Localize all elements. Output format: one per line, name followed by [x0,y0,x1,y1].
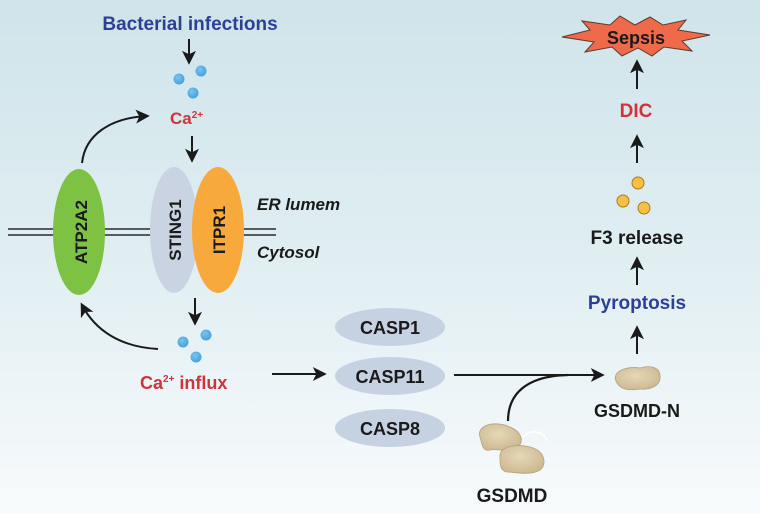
sting1-protein: STING1 [150,167,198,293]
calcium-ions-top-icon [173,65,207,99]
atp2a2-label: ATP2A2 [72,200,91,264]
cytosol-label: Cytosol [257,243,321,262]
arrow-atp2a2-to-calcium [81,109,150,164]
arrow-gsdmd-cleavage [506,373,569,422]
calcium-influx-label: Ca2+ influx [140,373,227,393]
calcium-ions-bottom-icon [177,329,212,363]
itpr1-protein: ITPR1 [192,167,244,293]
sting1-label: STING1 [166,199,185,260]
bacterial-infections-label: Bacterial infections [102,14,277,35]
gsdmd-n-protein-icon [614,366,661,391]
gsdmd-n-label: GSDMD-N [594,401,680,421]
casp8-node: CASP8 [335,409,445,447]
casp1-node: CASP1 [335,308,445,346]
itpr1-label: ITPR1 [210,206,229,254]
sepsis-label: Sepsis [607,28,665,48]
gsdmd-label: GSDMD [477,486,548,507]
dic-label: DIC [620,101,653,122]
casp8-label: CASP8 [360,419,420,439]
er-lumen-label: ER lumem [257,195,340,214]
casp11-node: CASP11 [335,357,445,395]
f3-particles-icon [616,176,651,215]
casp11-label: CASP11 [355,367,424,387]
calcium-label-top: Ca2+ [170,109,203,128]
atp2a2-protein: ATP2A2 [53,169,105,295]
casp1-label: CASP1 [360,318,420,338]
sepsis-node: Sepsis [561,15,711,57]
pyroptosis-label: Pyroptosis [588,293,686,314]
gsdmd-protein-icon [479,423,548,474]
arrow-calcium-influx-to-atp2a2 [80,302,159,350]
f3-release-label: F3 release [591,228,684,249]
